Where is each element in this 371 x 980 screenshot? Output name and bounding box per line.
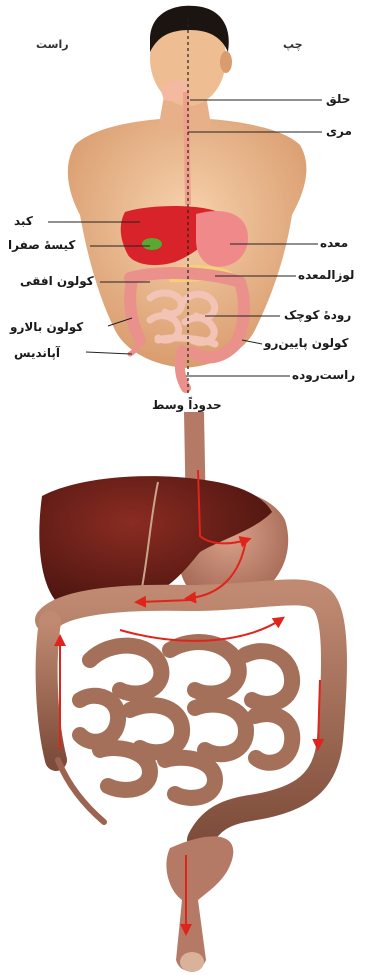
label-descending-colon: کولون پایین‌رو [264, 336, 349, 350]
side-label-right: راست [36, 38, 69, 51]
ear [220, 51, 232, 73]
label-stomach: معده [320, 236, 348, 250]
appendix-3d [58, 760, 104, 822]
gallbladder-shape [142, 238, 162, 250]
rectum-shape [180, 350, 186, 388]
rectum-3d [166, 836, 233, 971]
label-pharynx: حلق [326, 92, 350, 106]
label-gallbladder: کیسهٔ صفرا [8, 238, 75, 252]
human-figure [68, 6, 307, 388]
label-esophagus: مری [326, 124, 352, 138]
side-label-left: چپ [283, 38, 303, 51]
label-ascending-colon: کولون بالارو [10, 320, 83, 334]
label-pancreas: لوزالمعده [298, 268, 354, 282]
anus-3d [180, 952, 204, 972]
digestive-tract-3d [39, 412, 334, 972]
label-small-intestine: رودهٔ کوچک [284, 308, 351, 322]
small-intestine-3d [80, 642, 292, 798]
label-rectum: راست‌روده [292, 368, 355, 382]
label-transverse-colon: کولون افقی [20, 274, 94, 288]
ascending-colon-3d [47, 622, 56, 760]
label-appendix: آپاندیس [14, 346, 60, 360]
leader-appendix [86, 352, 132, 354]
label-liver: کبد [14, 214, 33, 228]
label-midline: حدوداً وسط [152, 398, 222, 412]
